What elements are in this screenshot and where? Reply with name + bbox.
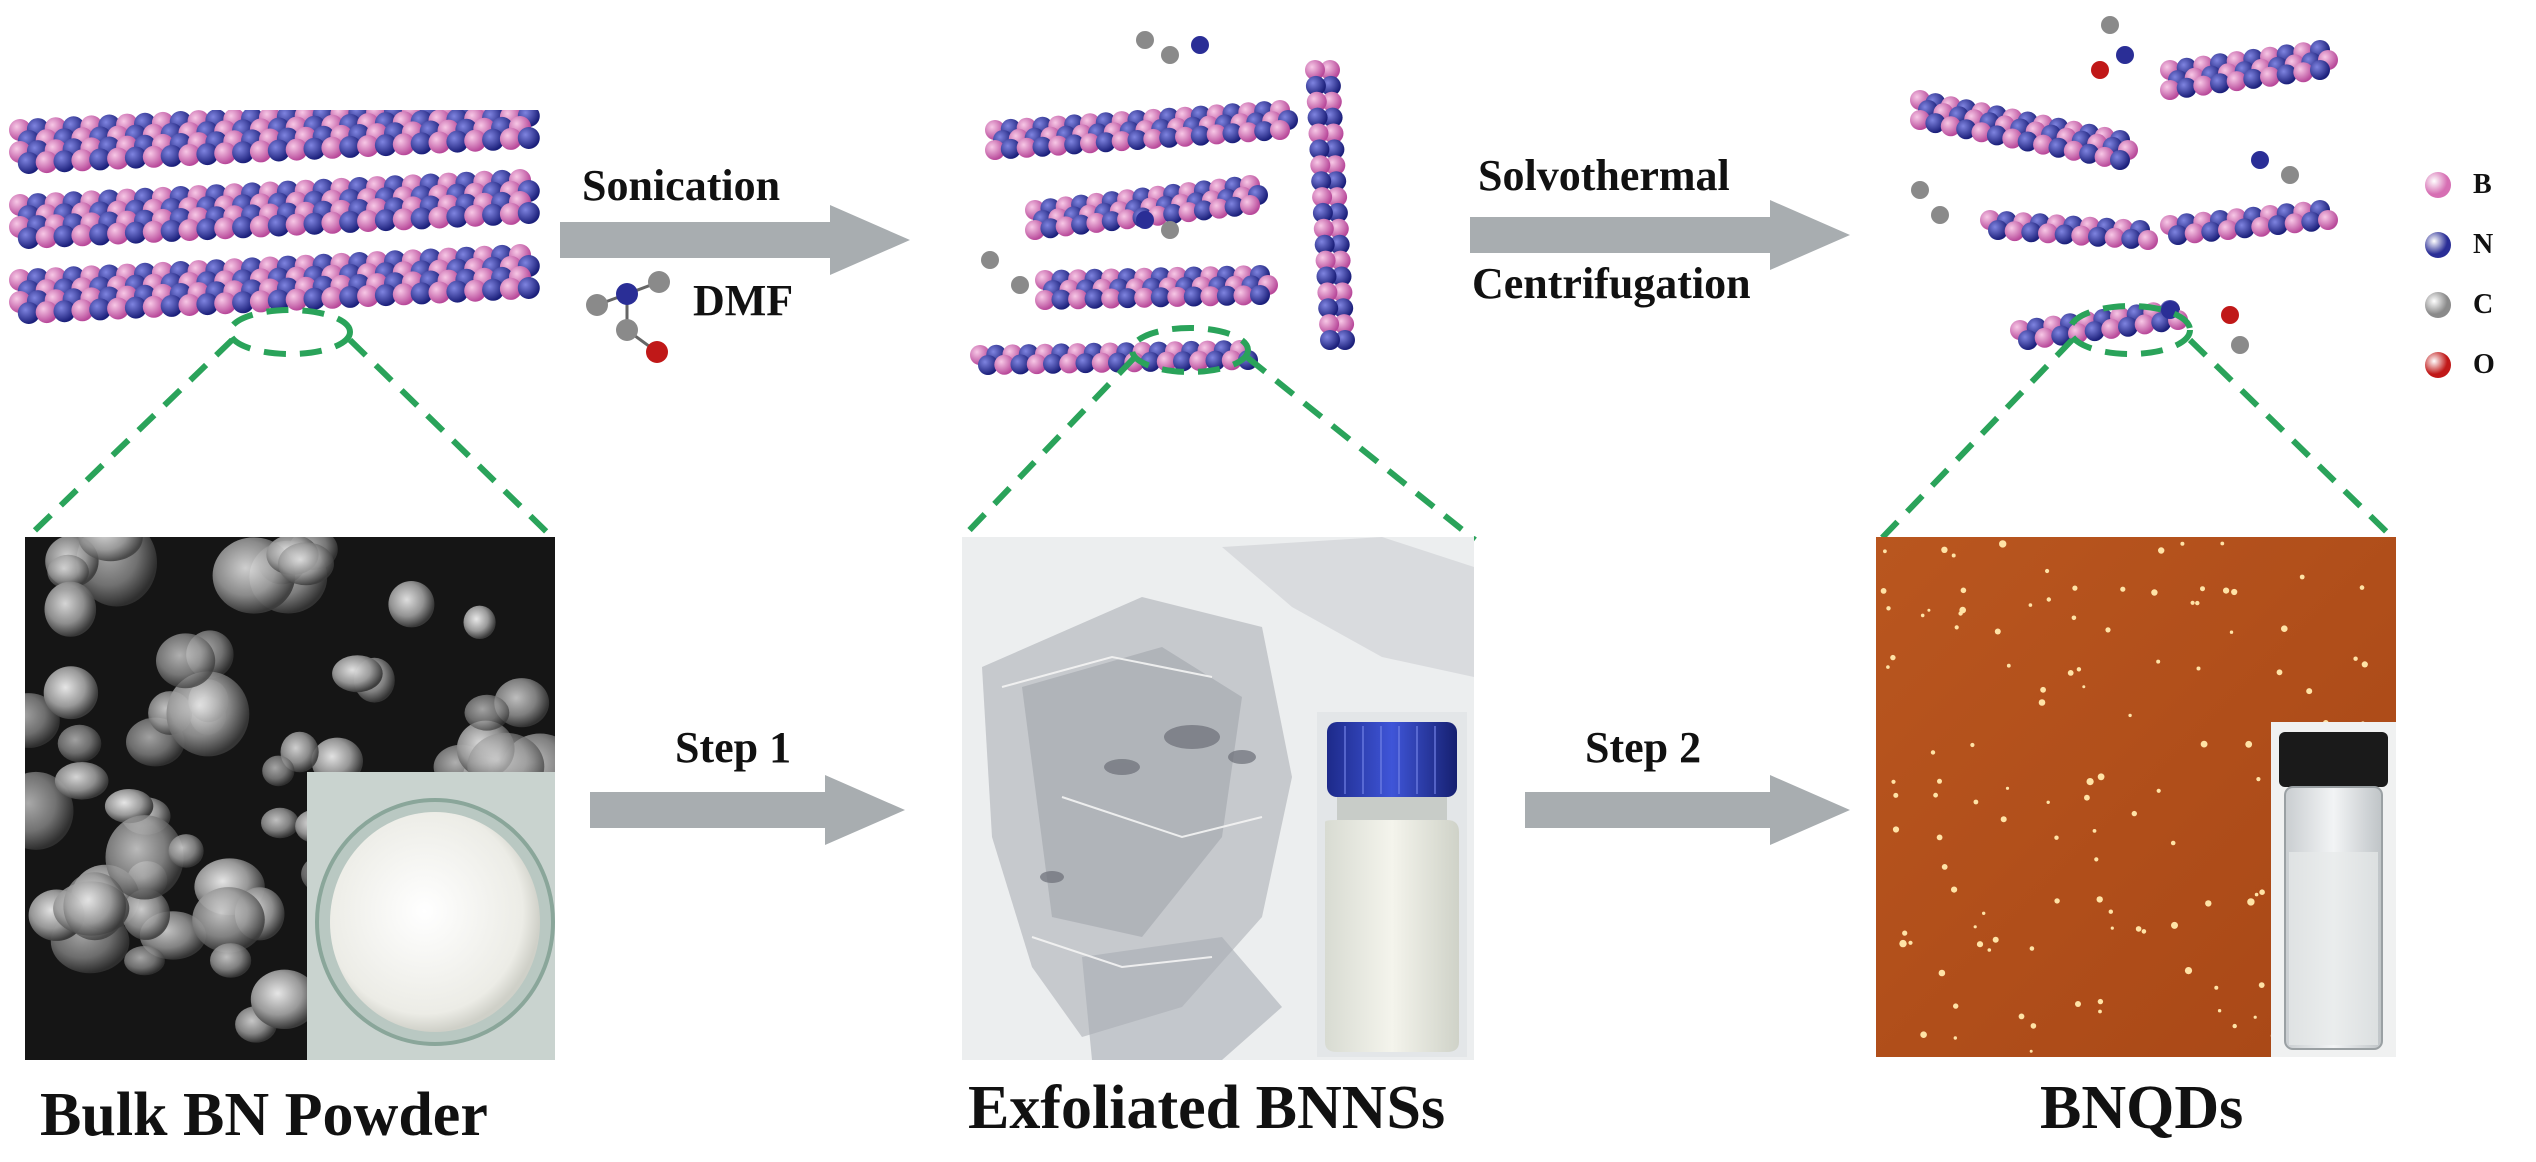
bnqd-fragments [1910, 16, 2338, 354]
tem-image-panel [962, 537, 1474, 1060]
powder-inset [307, 772, 555, 1060]
sem-image-panel [25, 537, 555, 1060]
afm-image-panel [1876, 537, 2396, 1057]
legend-label: N [2473, 229, 2494, 260]
label-step2: Step 2 [1585, 723, 1702, 772]
legend-swatch [2425, 352, 2451, 378]
label-centrifugation: Centrifugation [1472, 259, 1751, 308]
legend-swatch [2425, 292, 2451, 318]
legend-item-o: O [2425, 335, 2525, 395]
legend-swatch [2425, 232, 2451, 258]
arrow-step1 [590, 775, 905, 845]
dmf-molecule [586, 271, 670, 363]
label-sonication: Sonication [582, 161, 781, 210]
caption-exfoliated: Exfoliated BNNSs [968, 1074, 1446, 1142]
legend-label: O [2473, 349, 2495, 380]
legend-item-c: C [2425, 275, 2525, 335]
bnns-dispersion-bottle [1317, 712, 1467, 1057]
arrow-sonication [560, 205, 910, 275]
label-dmf: DMF [693, 276, 794, 325]
legend-label: C [2473, 289, 2494, 320]
caption-bulk-bn: Bulk BN Powder [40, 1081, 488, 1149]
arrow-step2 [1525, 775, 1850, 845]
zoom-lines [22, 303, 2398, 543]
legend-item-b: B [2425, 155, 2525, 215]
legend-swatch [2425, 172, 2451, 198]
exfoliated-sheets [970, 31, 1355, 375]
arrow-solvothermal [1470, 200, 1850, 270]
legend-label: B [2473, 169, 2492, 200]
legend-item-n: N [2425, 215, 2525, 275]
bulk-bn-layers [9, 110, 540, 324]
label-step1: Step 1 [675, 723, 792, 772]
label-solvothermal: Solvothermal [1478, 151, 1730, 200]
bnqd-vial [2271, 722, 2396, 1057]
caption-bnqds: BNQDs [2040, 1074, 2244, 1142]
